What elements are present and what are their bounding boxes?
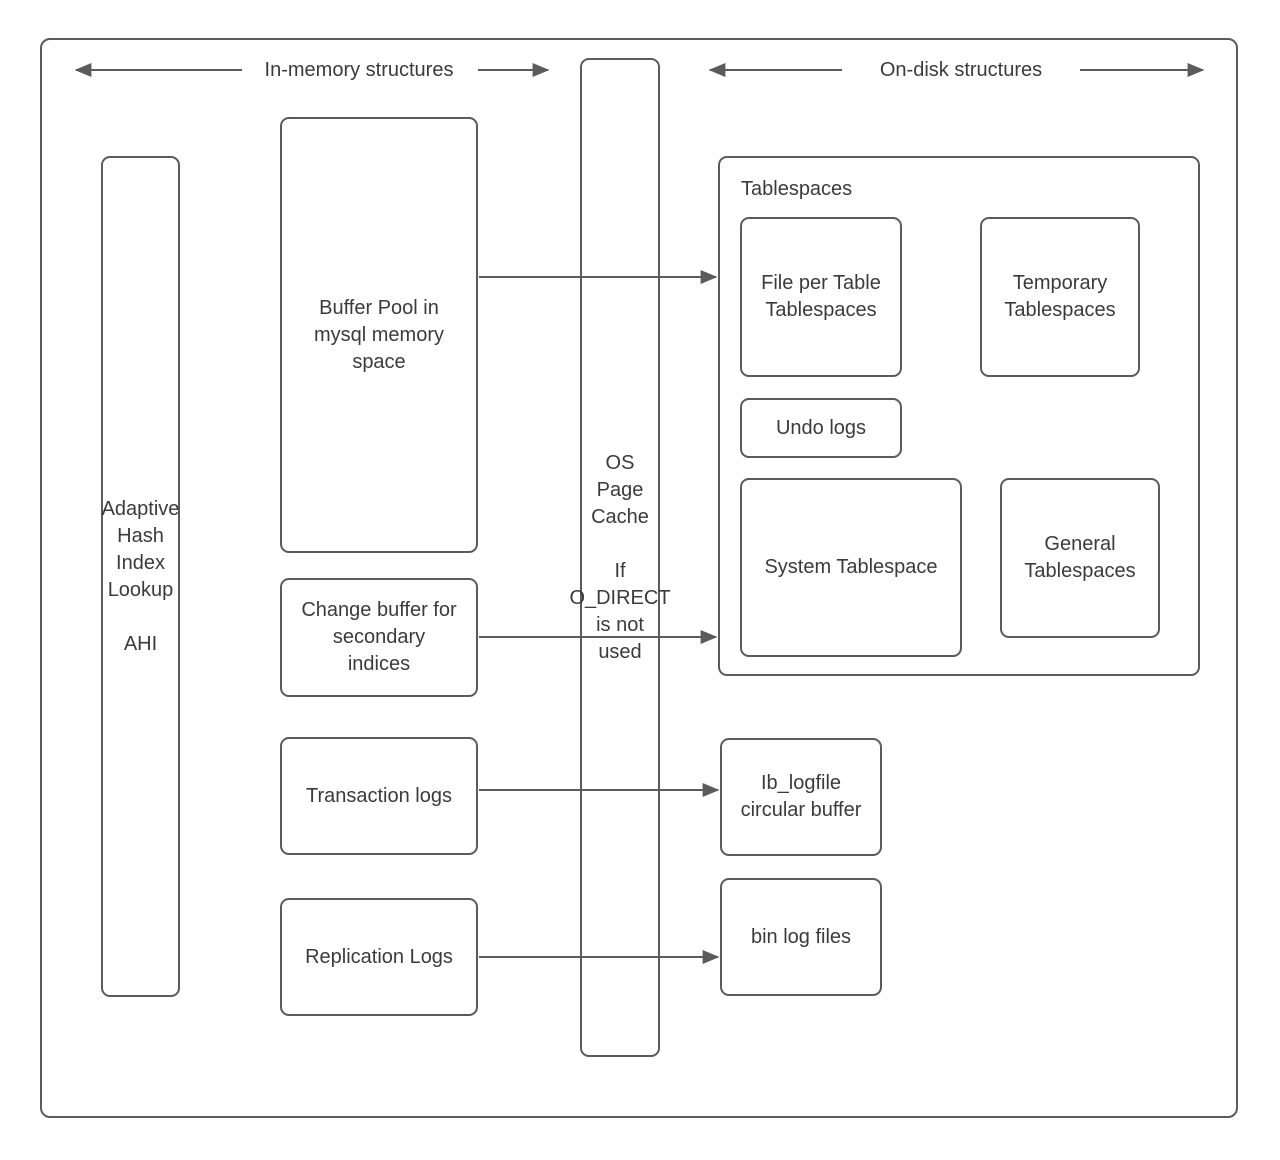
replication-logs-box: Replication Logs — [280, 898, 478, 1016]
in-memory-structures-label: In-memory structures — [264, 59, 454, 81]
text-line: Change buffer for — [301, 599, 457, 621]
text-line: Hash — [117, 524, 164, 547]
system-tablespace-box: System Tablespace — [740, 478, 962, 657]
text-line: bin log files — [750, 925, 852, 948]
text-line: Tablespaces — [765, 299, 877, 321]
text-line: mysql memory — [313, 323, 444, 346]
text-line: secondary — [332, 626, 426, 648]
text-line: space — [352, 350, 406, 373]
text-line: System Tablespace — [764, 556, 938, 578]
on-disk-structures-label: On-disk structures — [879, 59, 1043, 81]
undo-logs-box: Undo logs — [740, 398, 902, 458]
text-line: Lookup — [107, 578, 174, 601]
text-line: OS — [605, 451, 635, 474]
text-line: Cache — [591, 505, 649, 528]
ib-logfile-circular-buffer-box: Ib_logfile circular buffer — [720, 738, 882, 856]
adaptive-hash-index-box: Adaptive Hash Index Lookup AHI — [101, 156, 180, 997]
text-line: General — [1044, 533, 1116, 555]
text-line: Buffer Pool in — [319, 296, 439, 319]
tablespaces-label: Tablespaces — [741, 178, 853, 200]
general-tablespaces-box: General Tablespaces — [1000, 478, 1160, 638]
text-line: is not — [596, 613, 644, 636]
text-line: Index — [116, 551, 165, 574]
text-line: Ib_logfile — [760, 772, 842, 794]
temporary-tablespaces-box: Temporary Tablespaces — [980, 217, 1140, 377]
os-page-cache-box: OS Page Cache If O_DIRECT is not used — [569, 58, 671, 1057]
bin-log-files-box: bin log files — [720, 878, 882, 996]
text-line: Temporary — [1012, 272, 1108, 294]
text-line: Tablespaces — [1024, 560, 1136, 582]
text-line: AHI — [123, 632, 158, 655]
transaction-logs-box: Transaction logs — [280, 737, 478, 855]
text-line: Tablespaces — [1004, 299, 1116, 321]
text-line: Replication Logs — [305, 945, 453, 968]
text-line: Transaction logs — [306, 784, 452, 807]
text-line: If — [614, 559, 626, 582]
file-per-table-tablespaces-box: File per Table Tablespaces — [740, 217, 902, 377]
text-line: Page — [596, 478, 644, 501]
change-buffer-box: Change buffer for secondary indices — [280, 578, 478, 697]
text-line: Undo logs — [775, 416, 867, 439]
text-line: used — [598, 640, 642, 663]
text-line: Adaptive — [101, 497, 180, 520]
text-line: O_DIRECT — [569, 586, 671, 609]
text-line: File per Table — [761, 272, 881, 294]
text-line: indices — [347, 653, 411, 675]
buffer-pool-box: Buffer Pool in mysql memory space — [280, 117, 478, 553]
text-line: circular buffer — [740, 799, 862, 821]
